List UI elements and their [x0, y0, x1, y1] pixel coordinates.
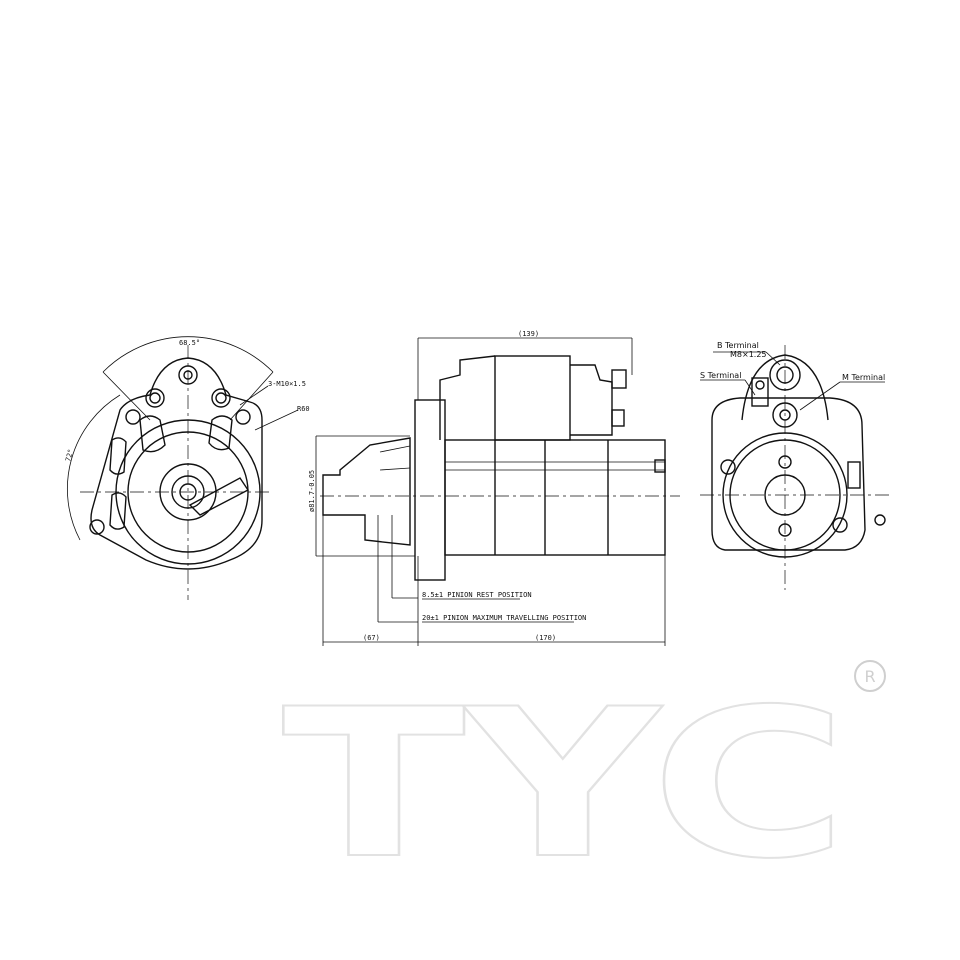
- rear-view: B Terminal M8×1.25 S Terminal M Terminal: [700, 341, 890, 590]
- b-terminal-label: B Terminal: [717, 341, 759, 350]
- radius-label: R60: [297, 405, 310, 413]
- m-terminal-label: M Terminal: [842, 373, 885, 382]
- pinion-rest-label: 8.5±1 PINION REST POSITION: [422, 591, 532, 599]
- tyc-logo: TYC R: [281, 660, 886, 905]
- b-terminal-spec-label: M8×1.25: [730, 350, 767, 359]
- side-view: (139) ø81.7-0.05 8.5±1 PINION REST POSIT…: [308, 330, 680, 646]
- angle-left-label: 72°: [64, 448, 75, 462]
- angle-top-label: 68.5°: [179, 339, 200, 347]
- logo-text: TYC: [282, 666, 848, 904]
- registered-mark-icon: [854, 660, 886, 692]
- overall-top-dim: (139): [518, 330, 539, 338]
- diameter-dim: ø81.7-0.05: [308, 470, 316, 512]
- svg-text:R: R: [864, 667, 875, 686]
- s-terminal-label: S Terminal: [700, 371, 741, 380]
- bolt-spec-label: 3-M10×1.5: [268, 380, 306, 388]
- length-body-dim: (170): [535, 634, 556, 642]
- length-front-dim: (67): [363, 634, 380, 642]
- front-view: 68.5° 3-M10×1.5 R60 72°: [64, 336, 310, 600]
- pinion-travel-label: 20±1 PINION MAXIMUM TRAVELLING POSITION: [422, 614, 586, 622]
